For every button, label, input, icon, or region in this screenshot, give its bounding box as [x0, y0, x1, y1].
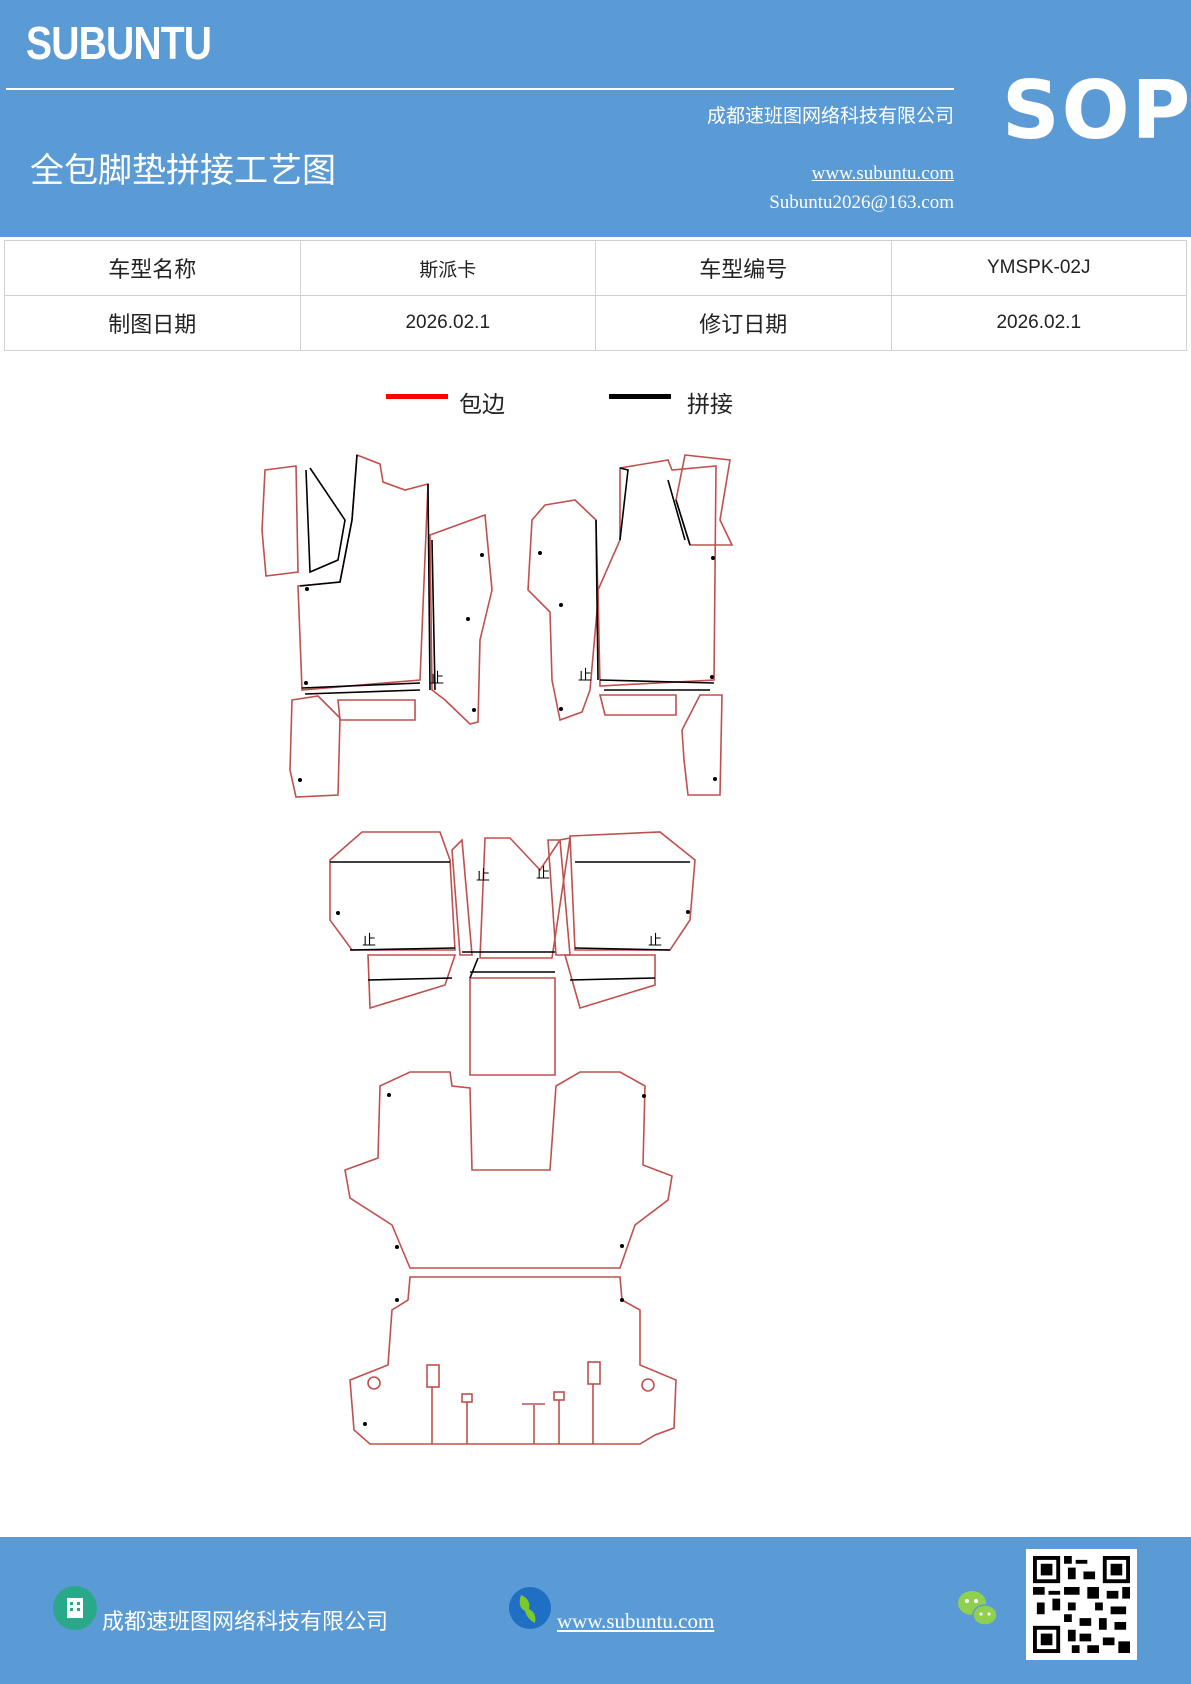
- website-link[interactable]: www.subuntu.com: [811, 163, 954, 184]
- qr-code: [1026, 1549, 1137, 1660]
- splice-mark: 止: [430, 671, 444, 687]
- wechat-icon: [958, 1591, 998, 1626]
- splice-line: [462, 951, 555, 979]
- mat-piece: [451, 838, 473, 956]
- mat-piece: [429, 513, 493, 725]
- splice-mark: 止: [578, 668, 592, 684]
- legend-swatch-splice: [609, 394, 671, 399]
- splice-line: [367, 977, 656, 981]
- splice-mark: 止: [362, 933, 376, 949]
- page-title: 全包脚垫拼接工艺图: [30, 151, 336, 191]
- splice-mark: 止: [476, 868, 490, 884]
- value-cell: 斯派卡: [299, 240, 596, 296]
- legend-swatch-edge: [386, 394, 448, 399]
- cutout: [426, 1364, 440, 1388]
- globe-icon: [509, 1587, 551, 1629]
- mounting-holes: [298, 551, 717, 1426]
- cutout: [553, 1391, 565, 1401]
- value-cell: 2026.02.1: [890, 295, 1187, 351]
- value-cell: 2026.02.1: [299, 295, 596, 351]
- splice-line: [599, 679, 715, 691]
- sop-badge: SOP: [1002, 64, 1191, 157]
- mat-piece: [297, 453, 429, 691]
- mat-piece: [261, 465, 299, 577]
- mat-piece: [569, 831, 696, 951]
- info-table: 车型名称 斯派卡 车型编号 YMSPK-02J 制图日期 2026.02.1 修…: [4, 240, 1187, 351]
- label-cell: 车型名称: [4, 240, 301, 296]
- footer: 成都速班图网络科技有限公司 www.subuntu.com: [0, 1537, 1191, 1684]
- footer-website-link[interactable]: www.subuntu.com: [557, 1609, 715, 1633]
- legend-label-edge: 包边: [459, 392, 505, 418]
- mat-piece: [597, 459, 717, 687]
- splice-line: [427, 483, 436, 691]
- mat-diagram: 止 止 止 止 止 止: [261, 453, 734, 1445]
- mat-piece: [527, 499, 599, 722]
- cutout: [641, 1378, 655, 1392]
- qr-code-pattern: [1033, 1556, 1130, 1653]
- value-cell: YMSPK-02J: [890, 240, 1187, 296]
- mat-piece: [289, 695, 341, 798]
- cutout: [367, 1376, 381, 1390]
- label-cell: 修订日期: [595, 295, 892, 351]
- table-row: 制图日期 2026.02.1 修订日期 2026.02.1: [4, 295, 1187, 351]
- mat-piece: [349, 1276, 677, 1445]
- cutout: [431, 1384, 594, 1444]
- splice-line: [574, 861, 690, 951]
- building-icon: [53, 1586, 97, 1630]
- splice-mark: 止: [536, 866, 550, 882]
- mat-piece: [479, 836, 571, 959]
- mat-piece: [367, 954, 457, 1010]
- mat-piece: [337, 699, 416, 721]
- mat-piece: [329, 831, 456, 951]
- splice-marks: 止 止 止 止 止 止: [362, 668, 662, 949]
- cutouts: [367, 1361, 655, 1444]
- splice-mark: 止: [648, 933, 662, 949]
- cutout: [587, 1361, 601, 1385]
- splice-line: [330, 861, 456, 951]
- splice-line: [301, 682, 421, 695]
- edge-outlines: [261, 453, 734, 1445]
- cutout: [461, 1393, 473, 1403]
- label-cell: 车型编号: [595, 240, 892, 296]
- email: Subuntu2026@163.com: [769, 192, 954, 213]
- splice-lines: [299, 454, 715, 981]
- company-name: 成都速班图网络科技有限公司: [706, 105, 954, 127]
- legend-label-splice: 拼接: [687, 392, 733, 418]
- splice-line: [667, 479, 691, 546]
- splice-line: [305, 467, 346, 574]
- mat-piece: [681, 694, 723, 796]
- brand-logo: SUBUNTU: [26, 17, 212, 69]
- table-row: 车型名称 斯派卡 车型编号 YMSPK-02J: [4, 240, 1187, 296]
- footer-company: 成都速班图网络科技有限公司: [102, 1610, 389, 1635]
- splice-line: [595, 467, 629, 681]
- divider: [6, 88, 954, 90]
- mat-piece: [598, 694, 677, 716]
- header: SUBUNTU 成都速班图网络科技有限公司 全包脚垫拼接工艺图 www.subu…: [0, 0, 1191, 237]
- mat-piece: [563, 954, 656, 1010]
- mat-piece: [469, 977, 556, 1076]
- splice-line: [299, 454, 358, 587]
- mat-piece: [344, 1071, 673, 1269]
- label-cell: 制图日期: [4, 295, 301, 351]
